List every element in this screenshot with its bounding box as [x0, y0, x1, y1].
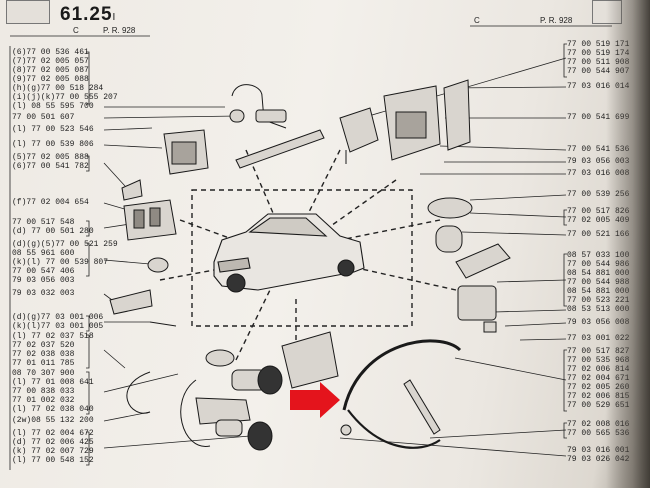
reference-number: 77 00 541 699 [567, 113, 630, 122]
reference-number: 77 01 002 032 [12, 396, 75, 405]
car-outline [213, 213, 365, 293]
reference-number: 77 00 535 968 [567, 356, 630, 365]
left-code: C [73, 26, 79, 35]
reference-number: 77 00 519 171 [567, 40, 630, 49]
reference-number: (l) 77 00 548 152 [12, 456, 94, 465]
reference-number: (k) 77 02 007 729 [12, 447, 94, 456]
reference-number: 77 00 541 536 [567, 145, 630, 154]
reference-number: 77 00 565 536 [567, 429, 630, 438]
reference-number: 08 53 513 000 [567, 305, 630, 314]
reference-number: (i)(j)(k)77 00 555 207 [12, 93, 118, 102]
reference-number: 77 00 521 166 [567, 230, 630, 239]
reference-number: (k)(l)77 03 001 005 [12, 322, 104, 331]
reference-number: 77 02 006 814 [567, 365, 630, 374]
reference-number: (8)77 02 005 087 [12, 66, 89, 75]
reference-number: (l) 77 02 037 518 [12, 332, 94, 341]
reference-number: 77 03 001 022 [567, 334, 630, 343]
reference-number: 79 03 056 003 [12, 276, 75, 285]
reference-number: 77 00 517 548 [12, 218, 75, 227]
reference-number: 77 00 544 988 [567, 278, 630, 287]
reference-number: (9)77 02 005 088 [12, 75, 89, 84]
reference-number: 77 00 511 908 [567, 58, 630, 67]
reference-number: (d)(g)77 03 001 006 [12, 313, 104, 322]
right-ref: P. R. 928 [540, 16, 573, 25]
reference-number: 79 03 056 003 [567, 157, 630, 166]
reference-number: (l) 77 02 004 672 [12, 429, 94, 438]
reference-number: 77 00 501 607 [12, 113, 75, 122]
reference-number: (d)(g)(5)77 00 521 259 [12, 240, 118, 249]
reference-number: 77 00 529 651 [567, 401, 630, 410]
reference-number: 77 00 523 221 [567, 296, 630, 305]
reference-number: 79 03 032 003 [12, 289, 75, 298]
reference-number: 77 00 519 174 [567, 49, 630, 58]
reference-number: 08 57 033 100 [567, 251, 630, 260]
reference-number: (7)77 02 005 057 [12, 57, 89, 66]
reference-number: 77 00 544 986 [567, 260, 630, 269]
reference-number: 77 03 016 014 [567, 82, 630, 91]
reference-number: 77 02 038 038 [12, 350, 75, 359]
reference-number: 77 03 016 008 [567, 169, 630, 178]
reference-number: 08 55 961 600 [12, 249, 75, 258]
reference-number: 77 02 037 520 [12, 341, 75, 350]
reference-number: 77 00 544 907 [567, 67, 630, 76]
reference-number: (l) 77 02 038 040 [12, 405, 94, 414]
reference-number: (l) 08 55 595 700 [12, 102, 94, 111]
reference-number: 77 02 008 016 [567, 420, 630, 429]
reference-number: (l) 77 01 008 641 [12, 378, 94, 387]
reference-number: 77 02 005 260 [567, 383, 630, 392]
reference-number: (d) 77 00 501 280 [12, 227, 94, 236]
reference-number: 79 03 056 008 [567, 318, 630, 327]
reference-number: (l) 77 00 523 546 [12, 125, 94, 134]
reference-number: (l) 77 00 539 806 [12, 140, 94, 149]
reference-number: 77 02 005 409 [567, 216, 630, 225]
right-arrow-icon [290, 382, 340, 418]
reference-number: 77 00 539 256 [567, 190, 630, 199]
left-ref: P. R. 928 [103, 26, 136, 35]
reference-number: 79 03 026 042 [567, 455, 630, 464]
reference-number: 77 01 011 785 [12, 359, 75, 368]
reference-number: (h)(g)77 00 518 284 [12, 84, 104, 93]
reference-number: (6)77 00 541 782 [12, 162, 89, 171]
reference-number: (k)(l) 77 00 539 807 [12, 258, 109, 267]
reference-number: (f)77 02 004 654 [12, 198, 89, 207]
reference-number: 79 03 016 001 [567, 446, 630, 455]
reference-number: 77 02 006 815 [567, 392, 630, 401]
reference-number: (2w)08 55 132 200 [12, 416, 94, 425]
page-fold-shadow [606, 0, 650, 488]
reference-number: 08 54 881 000 [567, 287, 630, 296]
reference-number: 77 00 517 827 [567, 347, 630, 356]
reference-number: 08 70 307 900 [12, 369, 75, 378]
reference-number: 77 02 004 671 [567, 374, 630, 383]
top-part-thumbnail-left [6, 0, 50, 24]
right-code: C [474, 16, 480, 25]
reference-number: 77 00 547 406 [12, 267, 75, 276]
reference-number: (d) 77 02 006 425 [12, 438, 94, 447]
reference-number: 08 54 881 000 [567, 269, 630, 278]
reference-number: 77 00 838 033 [12, 387, 75, 396]
reference-number: (6)77 00 536 461 [12, 48, 89, 57]
reference-number: (5)77 02 005 888 [12, 153, 89, 162]
page-number: 61.25I [60, 4, 117, 25]
reference-number: 77 00 517 826 [567, 207, 630, 216]
